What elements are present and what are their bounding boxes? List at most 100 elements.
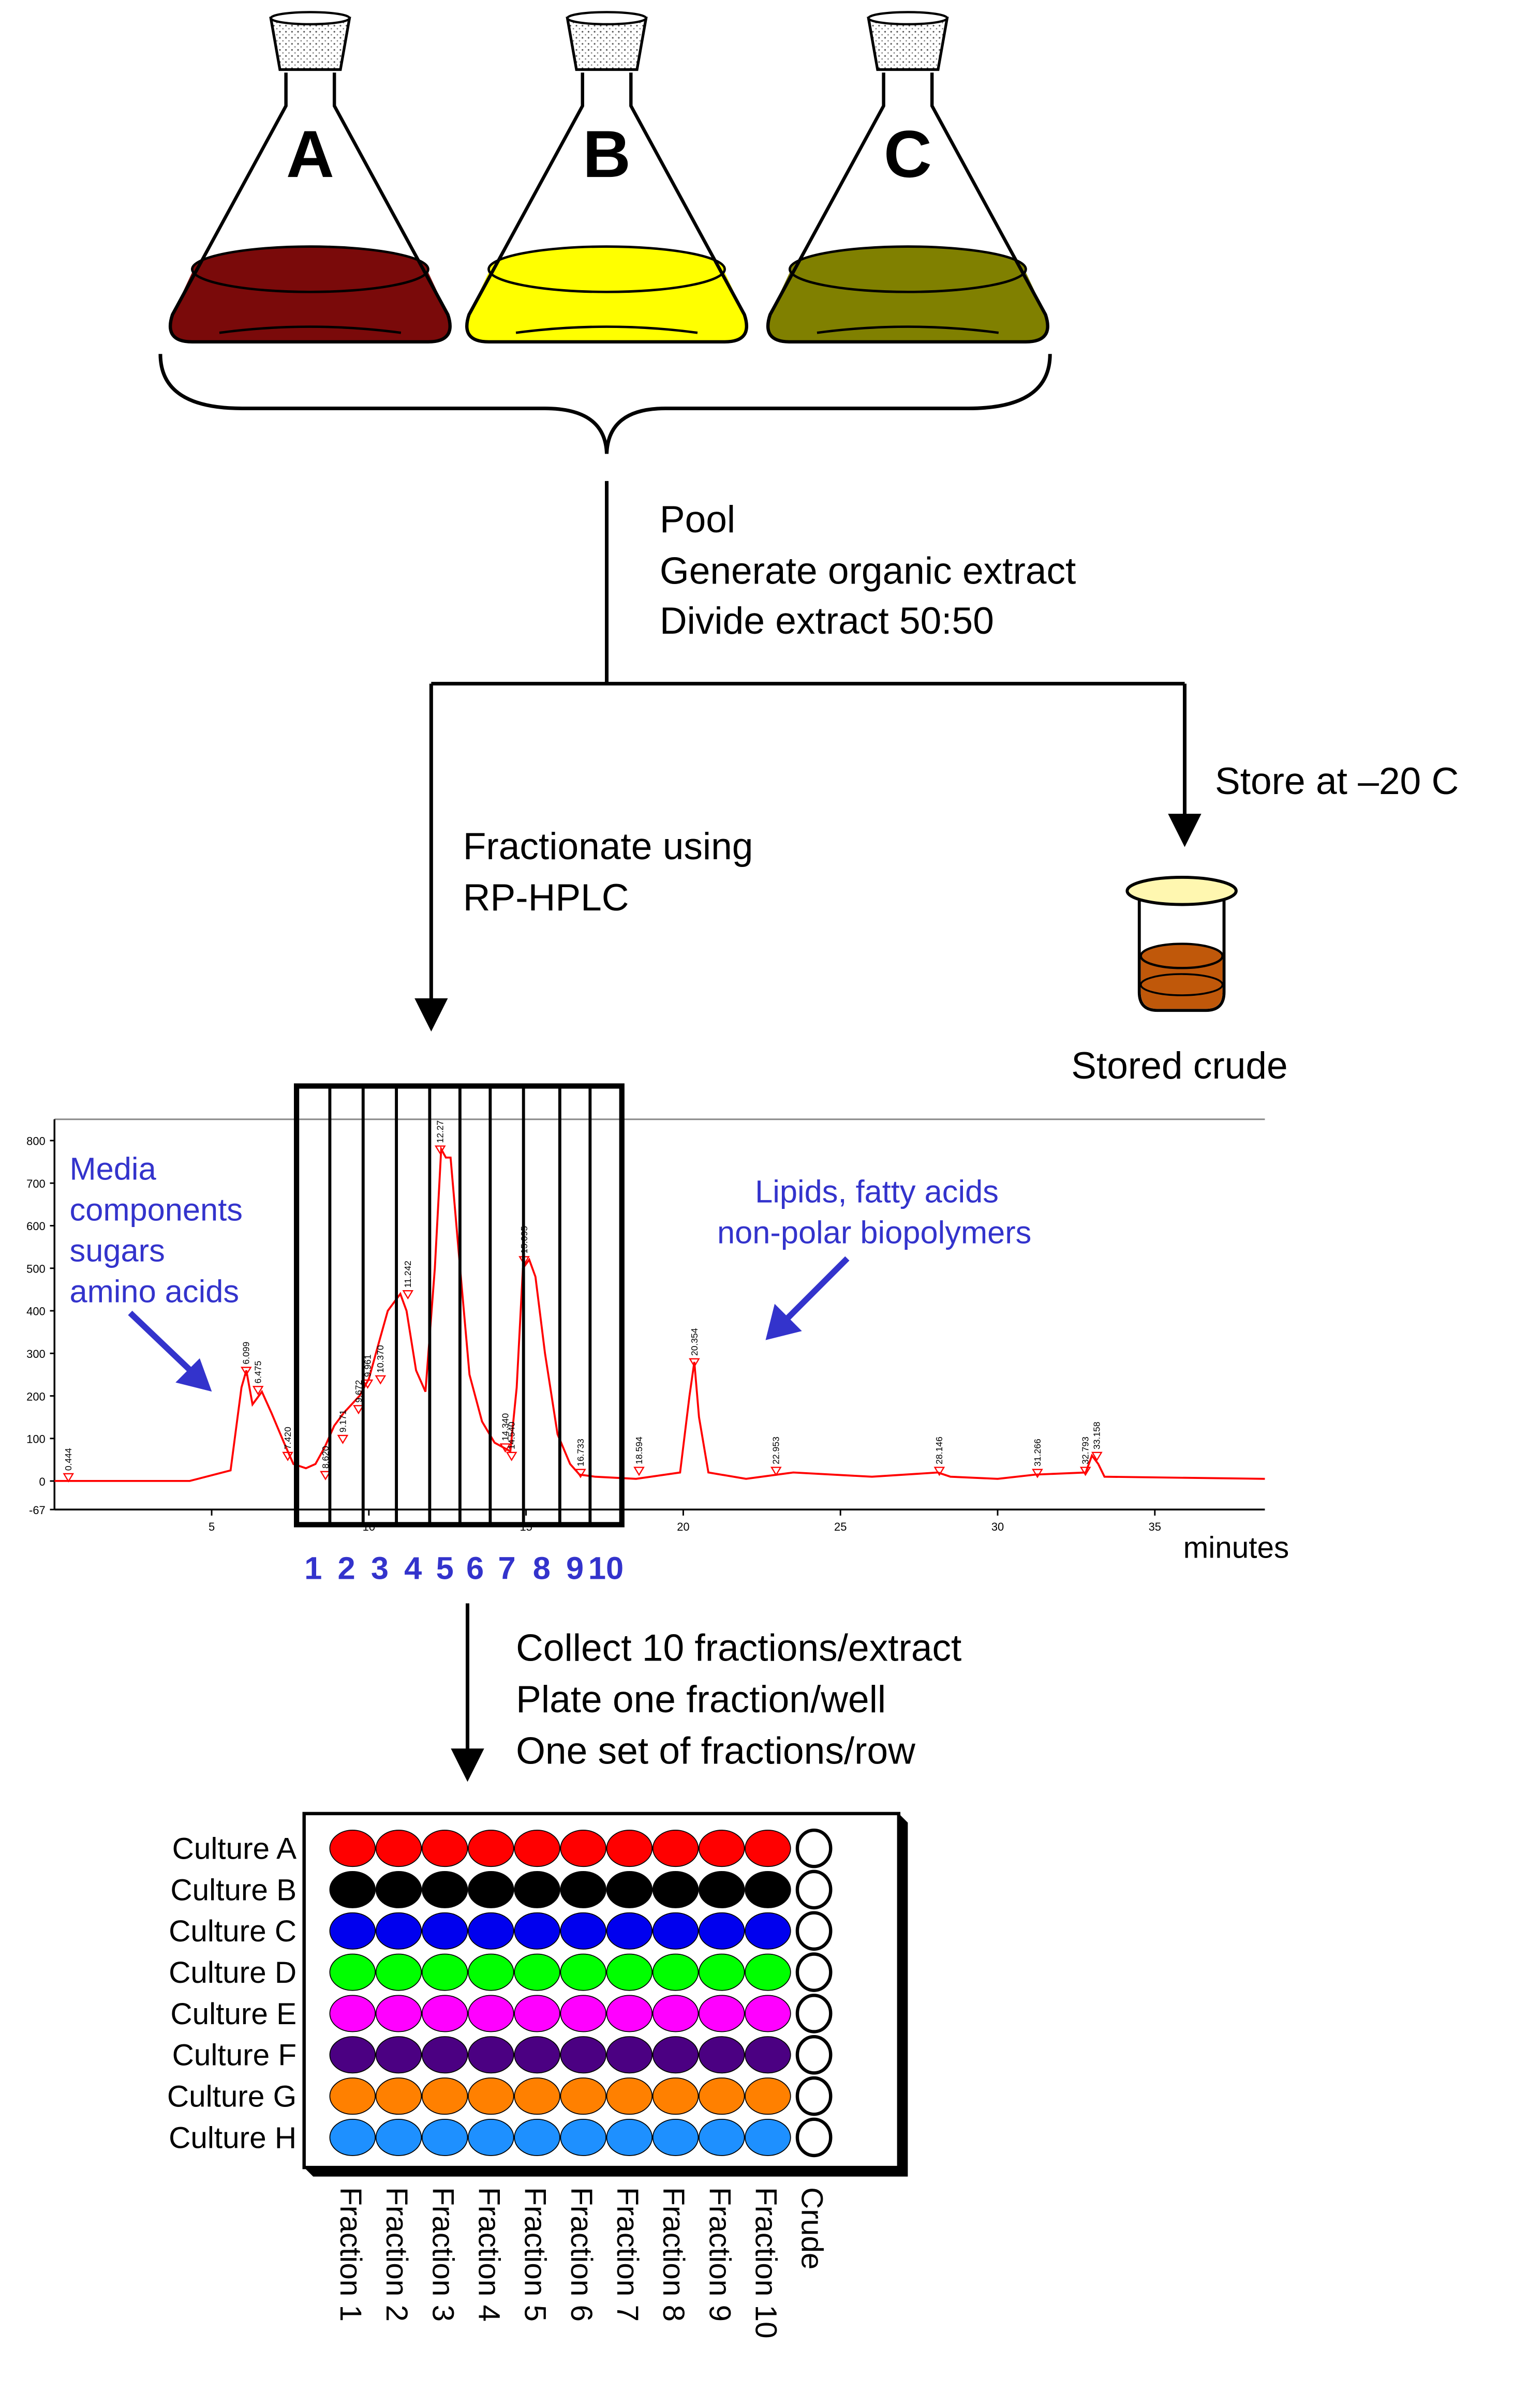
well bbox=[329, 2036, 376, 2074]
well bbox=[606, 1912, 653, 1950]
well bbox=[606, 1953, 653, 1991]
y-tick-label: 500 bbox=[26, 1262, 46, 1275]
well bbox=[699, 2077, 745, 2115]
well bbox=[375, 2077, 422, 2115]
well bbox=[375, 1995, 422, 2032]
plate-column-label: Crude bbox=[795, 2187, 829, 2269]
flask-label: A bbox=[286, 117, 334, 191]
fraction-number: 10 bbox=[588, 1551, 624, 1587]
flask-outline bbox=[465, 72, 748, 344]
well bbox=[468, 1871, 514, 1908]
well bbox=[514, 1995, 560, 2032]
well bbox=[421, 1871, 468, 1908]
well bbox=[745, 1953, 791, 1991]
fraction-number: 6 bbox=[466, 1551, 484, 1587]
well bbox=[329, 1995, 376, 2032]
plate-row-label: Culture F bbox=[172, 2039, 296, 2072]
flask-c: C bbox=[766, 11, 1049, 344]
peak-marker bbox=[353, 1405, 364, 1415]
crude-well bbox=[795, 1869, 833, 1910]
plate-column-label: Fraction 1 bbox=[334, 2187, 367, 2322]
peak-label: 16.733 bbox=[575, 1439, 586, 1467]
fraction-number: 1 bbox=[304, 1551, 322, 1587]
peak-label: 31.266 bbox=[1032, 1439, 1043, 1467]
plate-column-label: Fraction 5 bbox=[518, 2187, 552, 2322]
flask-label: C bbox=[884, 117, 932, 191]
plate-column-label: Fraction 3 bbox=[426, 2187, 459, 2322]
crude-well bbox=[795, 2117, 833, 2158]
well bbox=[652, 1912, 699, 1950]
flask-liquid bbox=[169, 272, 452, 342]
plate-column-label: Fraction 6 bbox=[565, 2187, 598, 2322]
well bbox=[652, 1830, 699, 1867]
y-tick-label: 400 bbox=[26, 1305, 46, 1318]
plate-column-label: Fraction 10 bbox=[749, 2187, 783, 2339]
peak-label: 22.953 bbox=[771, 1437, 781, 1464]
well bbox=[329, 2118, 376, 2156]
annotation-left-1: Media bbox=[70, 1151, 157, 1187]
fraction-number: 4 bbox=[404, 1551, 422, 1587]
x-tick-label: 25 bbox=[834, 1520, 847, 1533]
peak-label: 8.620 bbox=[320, 1446, 331, 1469]
peak-marker bbox=[689, 1358, 700, 1368]
well bbox=[745, 1995, 791, 2032]
well bbox=[468, 2077, 514, 2115]
well bbox=[699, 1912, 745, 1950]
annotation-left-3: sugars bbox=[70, 1233, 165, 1269]
well bbox=[375, 1912, 422, 1950]
annotation-right-arrowhead bbox=[765, 1304, 802, 1340]
well bbox=[745, 1830, 791, 1867]
plate-column-label: Fraction 7 bbox=[611, 2187, 644, 2322]
crude-well bbox=[795, 2076, 833, 2116]
well bbox=[699, 1995, 745, 2032]
plate-column-label: Fraction 9 bbox=[703, 2187, 736, 2322]
plate-row-label: Culture H bbox=[169, 2121, 296, 2155]
well bbox=[560, 2118, 606, 2156]
flask-a: A bbox=[169, 11, 452, 344]
well bbox=[699, 1871, 745, 1908]
peak-label: 0.444 bbox=[63, 1448, 73, 1471]
well bbox=[329, 1871, 376, 1908]
fraction-number: 8 bbox=[533, 1551, 551, 1587]
well bbox=[514, 1871, 560, 1908]
peak-label: 7.420 bbox=[283, 1427, 293, 1449]
fraction-number: 3 bbox=[371, 1551, 389, 1587]
well bbox=[468, 2036, 514, 2074]
well bbox=[560, 1912, 606, 1950]
well bbox=[421, 2118, 468, 2156]
flask-liquid-surface bbox=[788, 245, 1027, 293]
well bbox=[421, 1995, 468, 2032]
peak-label: 14.340 bbox=[500, 1413, 510, 1441]
y-tick-label: 0 bbox=[39, 1475, 46, 1488]
well bbox=[745, 1912, 791, 1950]
well bbox=[375, 1953, 422, 1991]
peak-label: 18.594 bbox=[634, 1437, 644, 1464]
well bbox=[421, 1953, 468, 1991]
plate-column-label: Fraction 4 bbox=[472, 2187, 506, 2322]
well bbox=[652, 2036, 699, 2074]
flask-stopper bbox=[269, 17, 351, 71]
well bbox=[652, 1871, 699, 1908]
flask-base-line bbox=[219, 325, 402, 334]
well bbox=[514, 2077, 560, 2115]
well bbox=[468, 1953, 514, 1991]
peak-label: 32.793 bbox=[1080, 1437, 1091, 1464]
flask-liquid bbox=[766, 272, 1049, 342]
peak-marker bbox=[252, 1386, 264, 1396]
well bbox=[468, 1912, 514, 1950]
well bbox=[421, 2077, 468, 2115]
peak-label: 11.242 bbox=[403, 1261, 413, 1288]
peak-marker bbox=[1032, 1469, 1043, 1478]
plate-row-label: Culture C bbox=[169, 1915, 296, 1948]
flask-liquid-surface bbox=[191, 245, 429, 293]
step-plate: Plate one fraction/well bbox=[516, 1679, 886, 1721]
well bbox=[329, 1953, 376, 1991]
flask-outline bbox=[169, 72, 452, 344]
x-tick-label: 30 bbox=[991, 1520, 1004, 1533]
fraction-number: 7 bbox=[498, 1551, 515, 1587]
well bbox=[514, 2118, 560, 2156]
well bbox=[745, 1871, 791, 1908]
flask-stopper-top bbox=[270, 11, 351, 25]
